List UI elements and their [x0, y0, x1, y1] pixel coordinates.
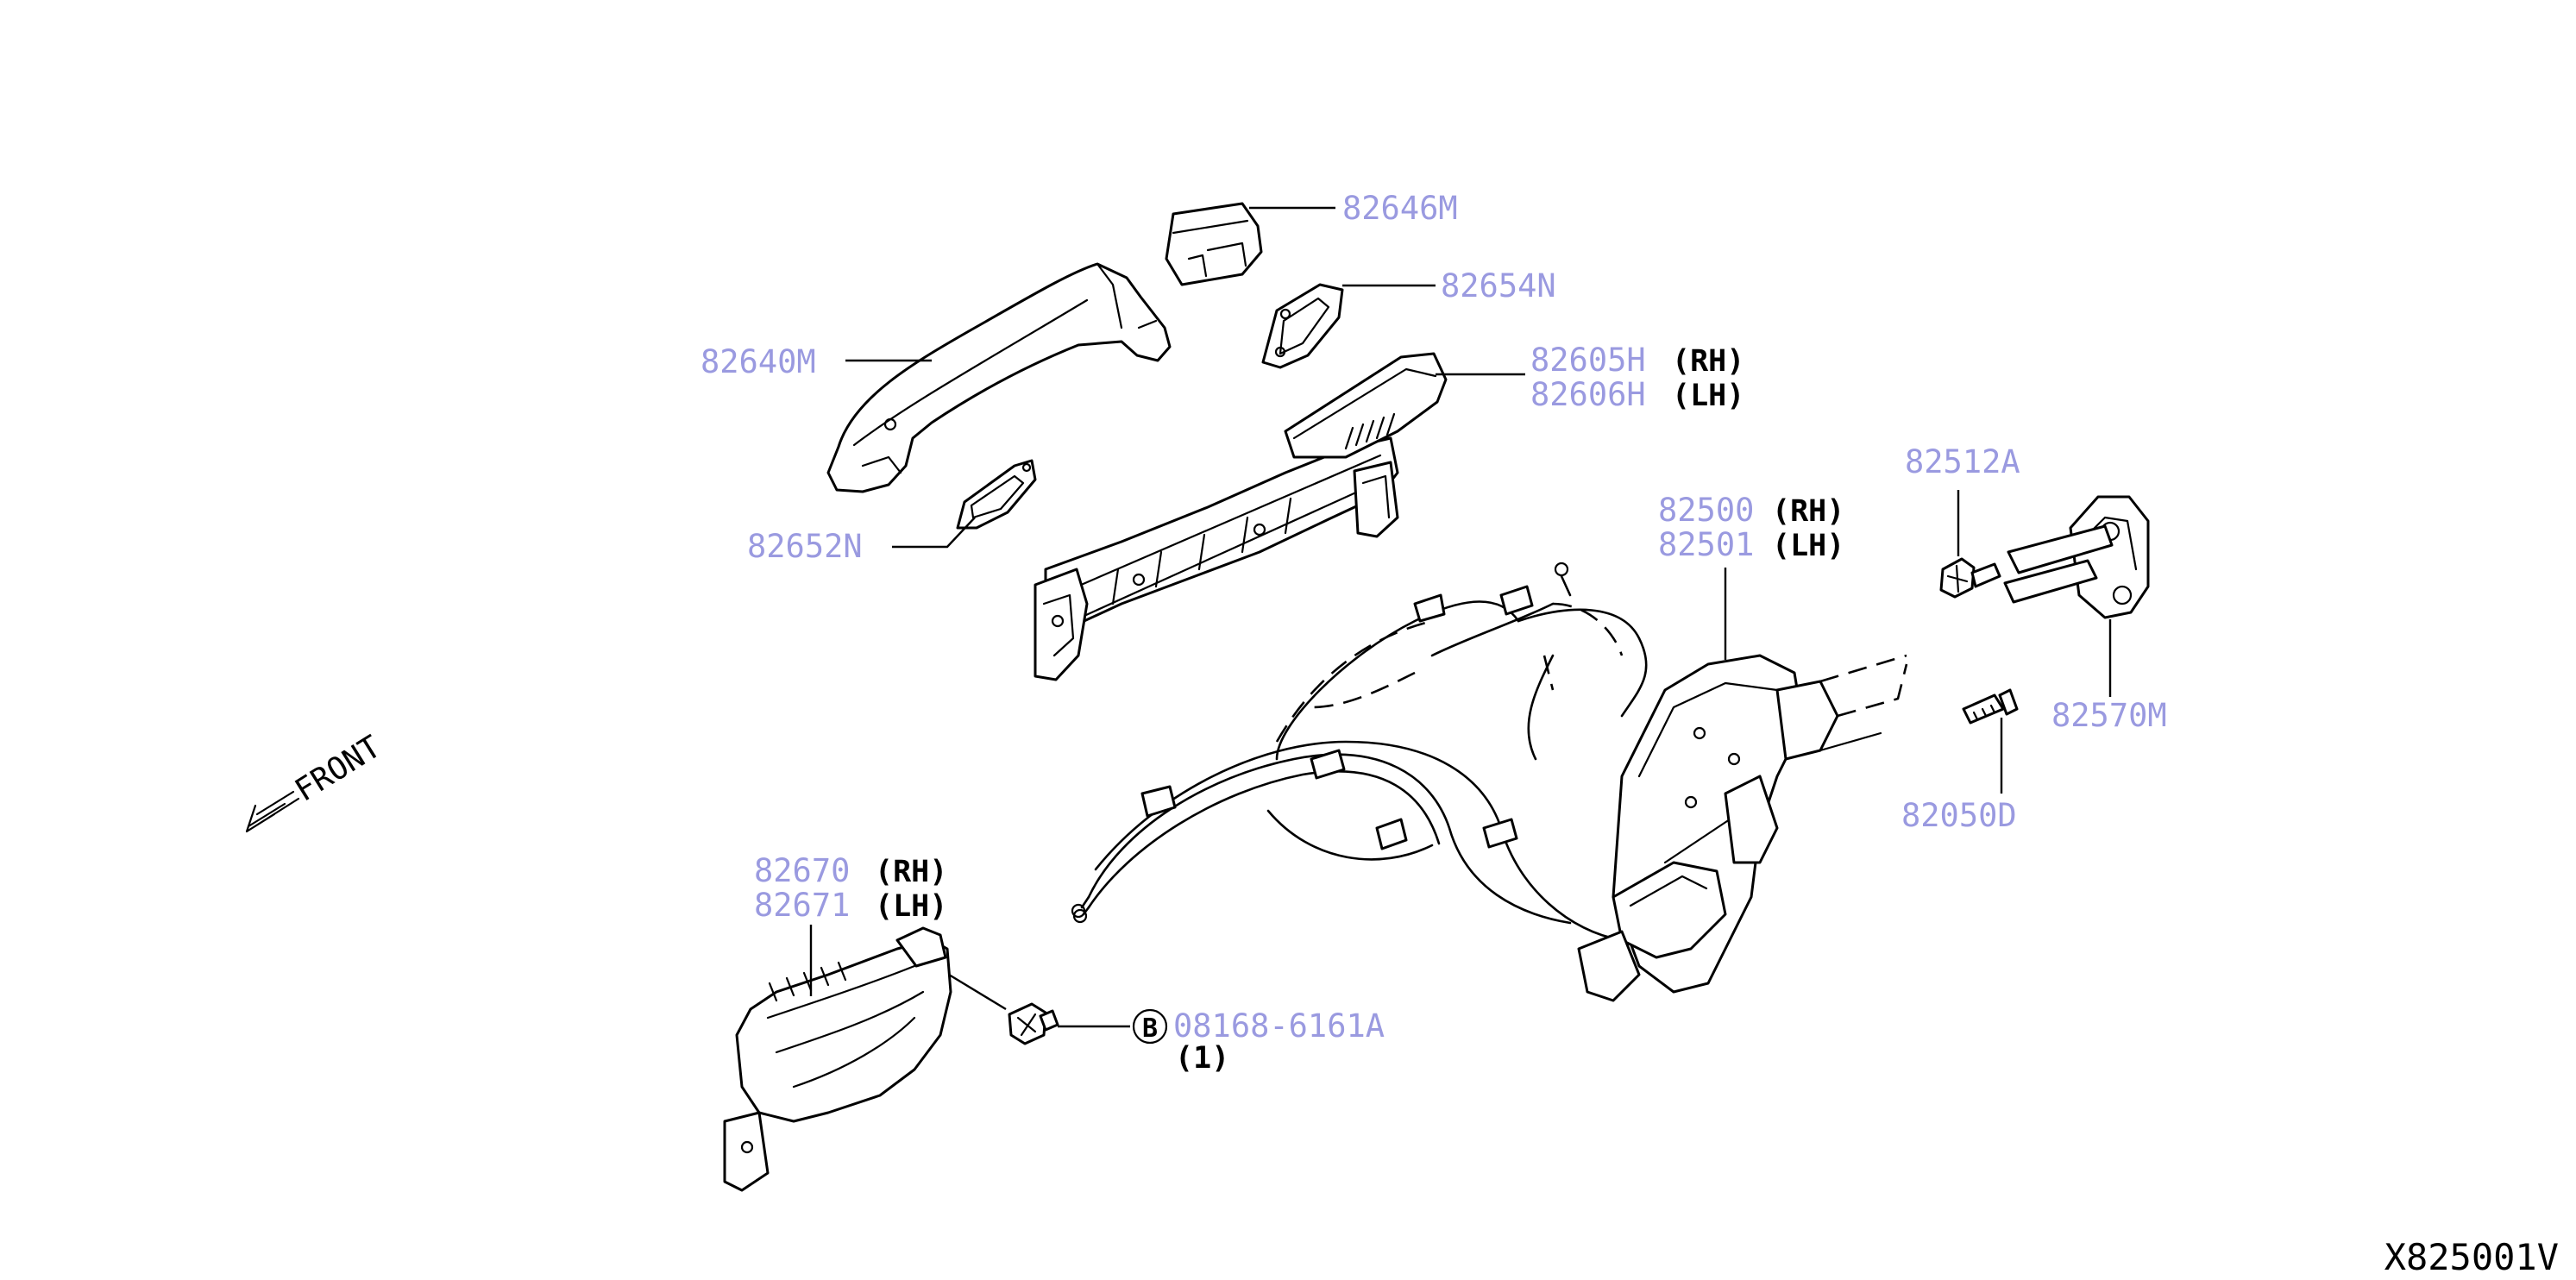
part-number-82605H: 82605H [1530, 342, 1646, 379]
handle-end-cap [1165, 202, 1263, 286]
leader-82652N [892, 517, 976, 549]
part-number-82654N: 82654N [1441, 267, 1556, 304]
side-suffix-82501: (LH) [1772, 529, 1844, 563]
part-number-08168-6161A: 08168-6161A [1173, 1007, 1385, 1045]
rear-gasket [1261, 283, 1344, 369]
door-lock-actuator-assembly [1071, 562, 1908, 1002]
front-direction-arrow [245, 790, 300, 833]
door-striker [2003, 495, 2150, 619]
part-number-82652N: 82652N [747, 528, 863, 565]
part-number-82606H: 82606H [1530, 376, 1646, 413]
striker-screw [1939, 557, 2001, 599]
handle-frame [1034, 352, 1448, 681]
side-suffix-82606H: (LH) [1672, 379, 1744, 413]
part-number-82670: 82670 [754, 852, 850, 889]
bolt-ref-circle [1132, 1008, 1168, 1045]
part-number-82570M: 82570M [2051, 697, 2167, 734]
front-label: FRONT [289, 729, 387, 808]
part-number-82671: 82671 [754, 887, 850, 924]
part-number-82500: 82500 [1658, 492, 1754, 529]
bolt-quantity: (1) [1175, 1041, 1229, 1076]
outside-handle-grip [826, 262, 1172, 493]
side-suffix-82605H: (RH) [1672, 344, 1744, 379]
lock-screw [1962, 688, 2019, 725]
diagram-code: X825001V [2384, 1236, 2559, 1278]
part-number-82501: 82501 [1658, 526, 1754, 563]
side-suffix-82670: (RH) [875, 855, 947, 889]
part-number-82640M: 82640M [701, 343, 816, 380]
part-number-82512A: 82512A [1905, 443, 2020, 480]
inside-handle-bolt [1008, 1002, 1059, 1045]
side-suffix-82671: (LH) [875, 889, 947, 924]
leader-bolt-to-handle [948, 973, 1007, 1011]
frame-spring [1344, 412, 1396, 450]
front-gasket [956, 459, 1037, 530]
part-number-82050D: 82050D [1901, 797, 2017, 834]
bolt-ref-letter: B [1142, 1013, 1158, 1044]
part-number-82646M: 82646M [1342, 190, 1458, 227]
side-suffix-82500: (RH) [1772, 494, 1844, 529]
inside-handle [723, 926, 952, 1192]
